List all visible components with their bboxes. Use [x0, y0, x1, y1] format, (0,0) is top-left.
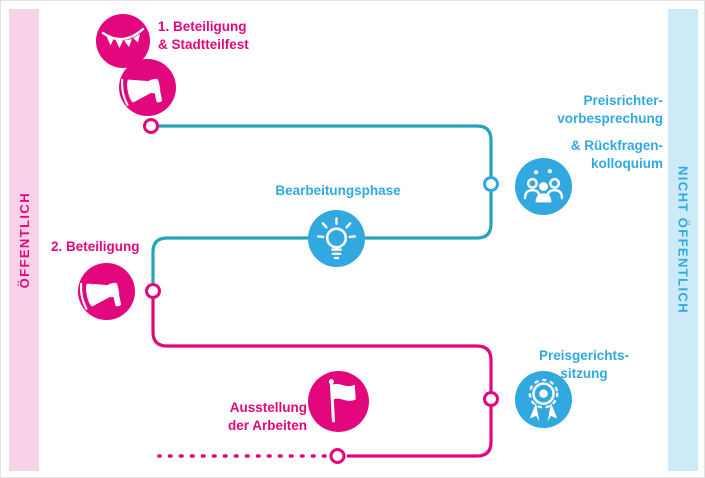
node-preisgericht: [515, 371, 572, 428]
label-line: kolloquium: [591, 156, 663, 171]
label-line: sitzung: [560, 366, 608, 381]
node-preisrichter: [515, 158, 572, 215]
milestone-circle-preisgericht: [483, 391, 499, 407]
label-line: & Rückfragen-: [570, 138, 663, 153]
label-line: der Arbeiten: [227, 418, 307, 433]
non-public-sidebar-label: NICHT ÖFFENTLICH: [675, 165, 691, 315]
label-line: Preisgerichts-: [538, 348, 630, 363]
milestone-circle-beteiligung2: [145, 283, 161, 299]
label-bearbeitungsphase: Bearbeitungsphase: [253, 182, 423, 200]
public-sidebar: ÖFFENTLICH: [9, 9, 39, 471]
megaphone-icon: [79, 282, 121, 310]
milestone-circle-beteiligung1: [143, 118, 159, 134]
medal-icon: [528, 378, 559, 422]
label-line: 2. Beteiligung: [51, 239, 140, 254]
label-line: Ausstellung: [229, 400, 307, 415]
people-icon: [523, 169, 564, 203]
label-beteiligung-2: 2. Beteiligung: [51, 238, 140, 256]
label-ausstellung: Ausstellung der Arbeiten: [179, 399, 307, 435]
label-line: Bearbeitungsphase: [275, 183, 401, 198]
flow-segment-1: [158, 124, 493, 176]
public-sidebar-label: ÖFFENTLICH: [16, 191, 32, 289]
label-beteiligung-1: 1. Beteiligung & Stadtteilfest: [158, 18, 249, 54]
label-preisrichter: Preisrichter- vorbesprechung & Rückfrage…: [501, 92, 663, 173]
node-ausstellung: [308, 371, 369, 432]
label-line: 1. Beteiligung: [158, 19, 247, 34]
flow-segment-3: [151, 299, 493, 391]
lightbulb-icon: [316, 217, 357, 260]
label-line: & Stadtteilfest: [158, 37, 249, 52]
milestone-circle-ausstellung: [329, 448, 346, 464]
megaphone-icon: [120, 78, 162, 106]
node-beteiligung-2: [78, 263, 135, 320]
label-line: vorbesprechung: [557, 111, 663, 126]
node-bearbeitungsphase: [308, 210, 365, 267]
label-preisgericht: Preisgerichts- sitzung: [511, 347, 657, 383]
flow-segment-4: [347, 407, 493, 458]
node-beteiligung-1: [119, 59, 176, 116]
flag-icon: [328, 379, 356, 423]
garland-icon: [101, 27, 145, 48]
non-public-sidebar: NICHT ÖFFENTLICH: [668, 9, 698, 471]
label-line: Preisrichter-: [583, 93, 663, 108]
milestone-circle-preisrichter: [483, 176, 499, 192]
